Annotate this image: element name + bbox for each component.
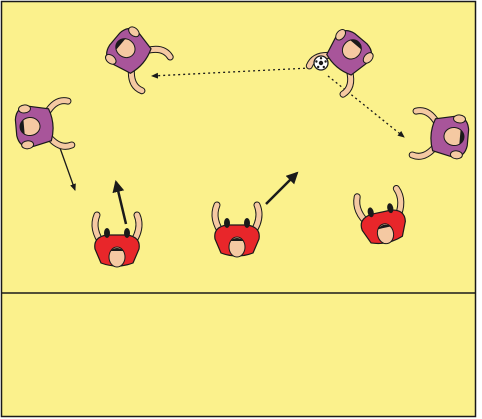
pass-arrow-to-top-left	[151, 67, 311, 79]
pass-arrow-to-right	[327, 75, 405, 138]
run-arrow-purple-left	[59, 147, 76, 191]
ball-icon	[313, 55, 329, 71]
run-arrow-red-left	[112, 180, 128, 225]
run-arrow-red-center	[265, 171, 299, 205]
